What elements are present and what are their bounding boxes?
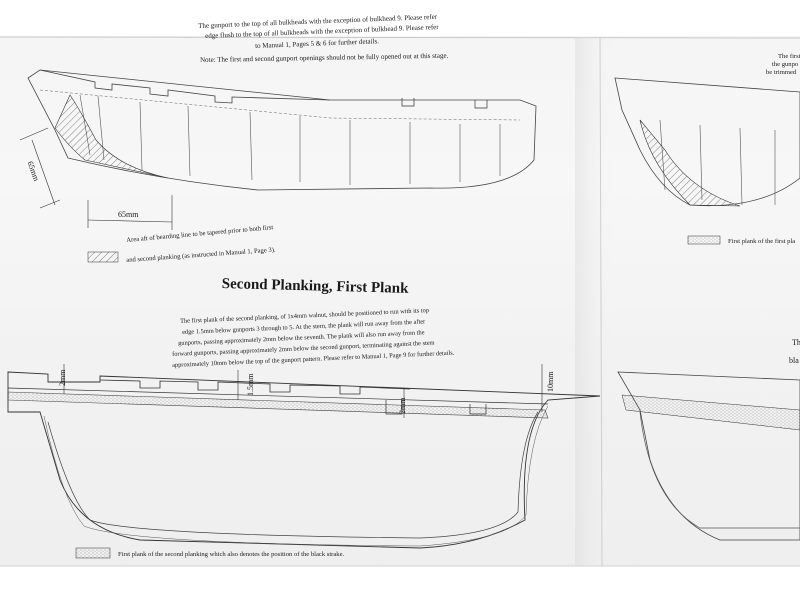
dim-10mm: 10mm	[546, 371, 555, 392]
right-legend-upper: First plank of the first pla	[728, 238, 796, 245]
dim-65mm-horizontal: 65mm	[118, 210, 139, 219]
right-fragment-bla: bla	[789, 356, 799, 365]
dim-2mm-mid: 2mm	[398, 397, 407, 414]
dim-2mm-left: 2mm	[58, 369, 67, 386]
right-fragment-th: Th	[792, 338, 800, 347]
legend-lower: First plank of the second planking which…	[118, 551, 345, 558]
right-note-line2: the gunpo	[772, 61, 799, 68]
right-note-line3: be trimmed	[766, 69, 797, 76]
dim-1-5mm: 1.5mm	[246, 373, 255, 396]
right-note-line1: The first	[778, 53, 800, 60]
